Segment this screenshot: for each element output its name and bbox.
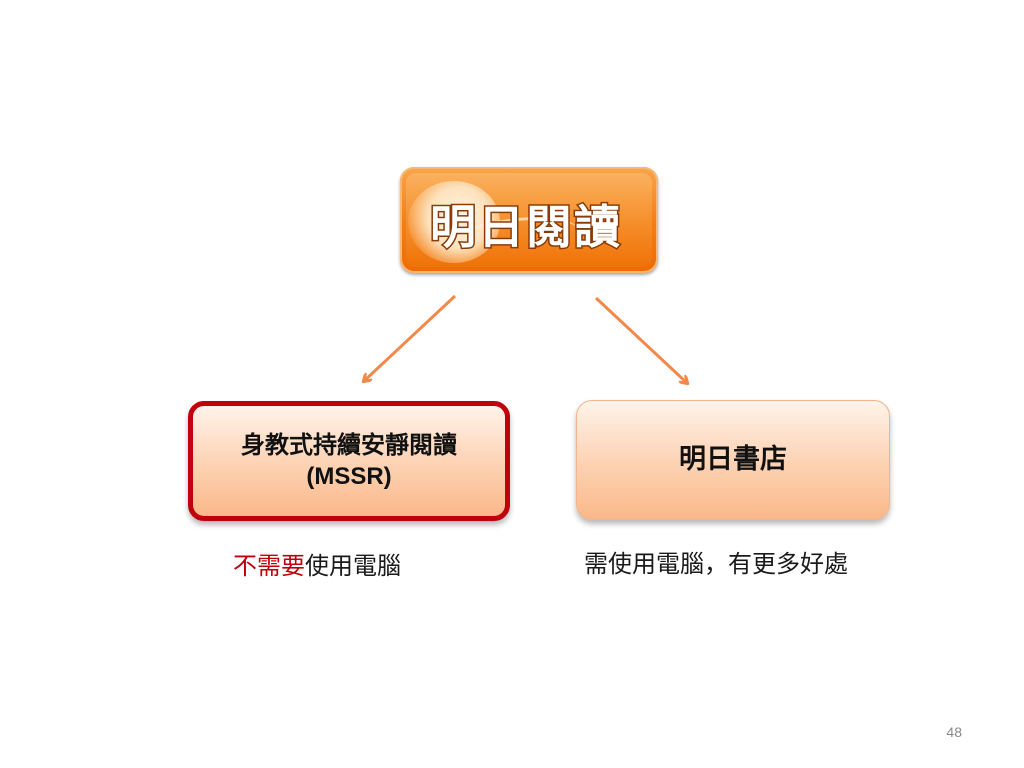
- node-bookstore-title: 明日書店: [679, 444, 787, 475]
- arrow-right: [594, 296, 687, 383]
- page-number: 48: [946, 724, 962, 740]
- caption-left-emphasis: 不需要: [233, 552, 305, 580]
- node-mssr-title: 身教式持續安靜閱讀: [241, 431, 457, 459]
- logo-text: 明日閱讀: [429, 199, 622, 256]
- arrow-left: [364, 294, 457, 381]
- caption-left: 不需要使用電腦: [233, 546, 401, 581]
- node-mssr-subtitle: (MSSR): [306, 463, 392, 490]
- logo-swirl: [408, 181, 500, 263]
- caption-left-rest: 使用電腦: [305, 552, 401, 580]
- node-mssr: 身教式持續安靜閱讀 (MSSR): [188, 401, 510, 521]
- node-bookstore: 明日書店: [576, 400, 890, 520]
- caption-right: 需使用電腦，有更多好處: [584, 550, 848, 578]
- logo-badge: 明日閱讀: [400, 167, 658, 273]
